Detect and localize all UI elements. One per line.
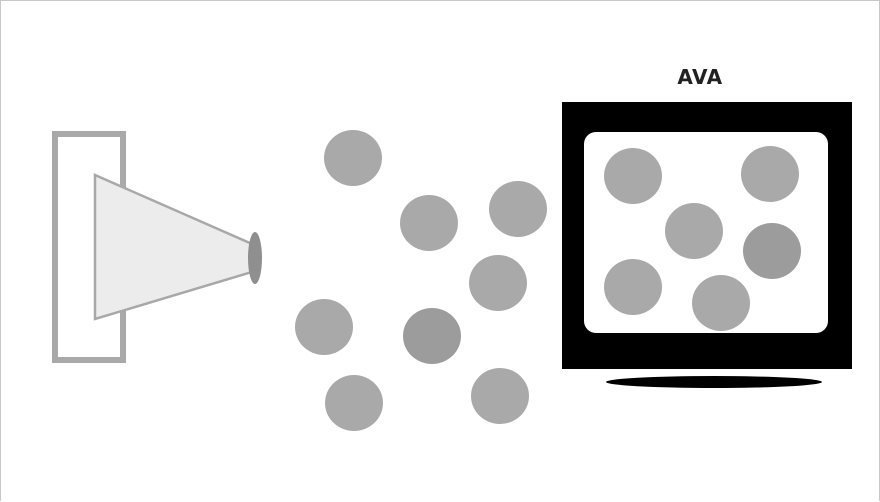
particle xyxy=(665,203,723,259)
screen-base xyxy=(606,376,822,388)
particle xyxy=(604,259,662,315)
particle xyxy=(489,181,547,237)
particle xyxy=(741,146,799,202)
particle xyxy=(325,375,383,431)
particle xyxy=(324,130,382,186)
particle xyxy=(692,275,750,331)
particle xyxy=(604,148,662,204)
emitter-nozzle xyxy=(248,232,262,284)
particle xyxy=(295,299,353,355)
particles-on-screen xyxy=(604,146,801,331)
emitter-cone xyxy=(93,173,254,321)
particle xyxy=(400,195,458,251)
particle xyxy=(471,368,529,424)
particle xyxy=(469,255,527,311)
particle xyxy=(743,223,801,279)
particle xyxy=(403,308,461,364)
particles-free xyxy=(295,130,547,431)
emitter xyxy=(52,131,262,363)
screen-label: AVA xyxy=(677,65,722,89)
